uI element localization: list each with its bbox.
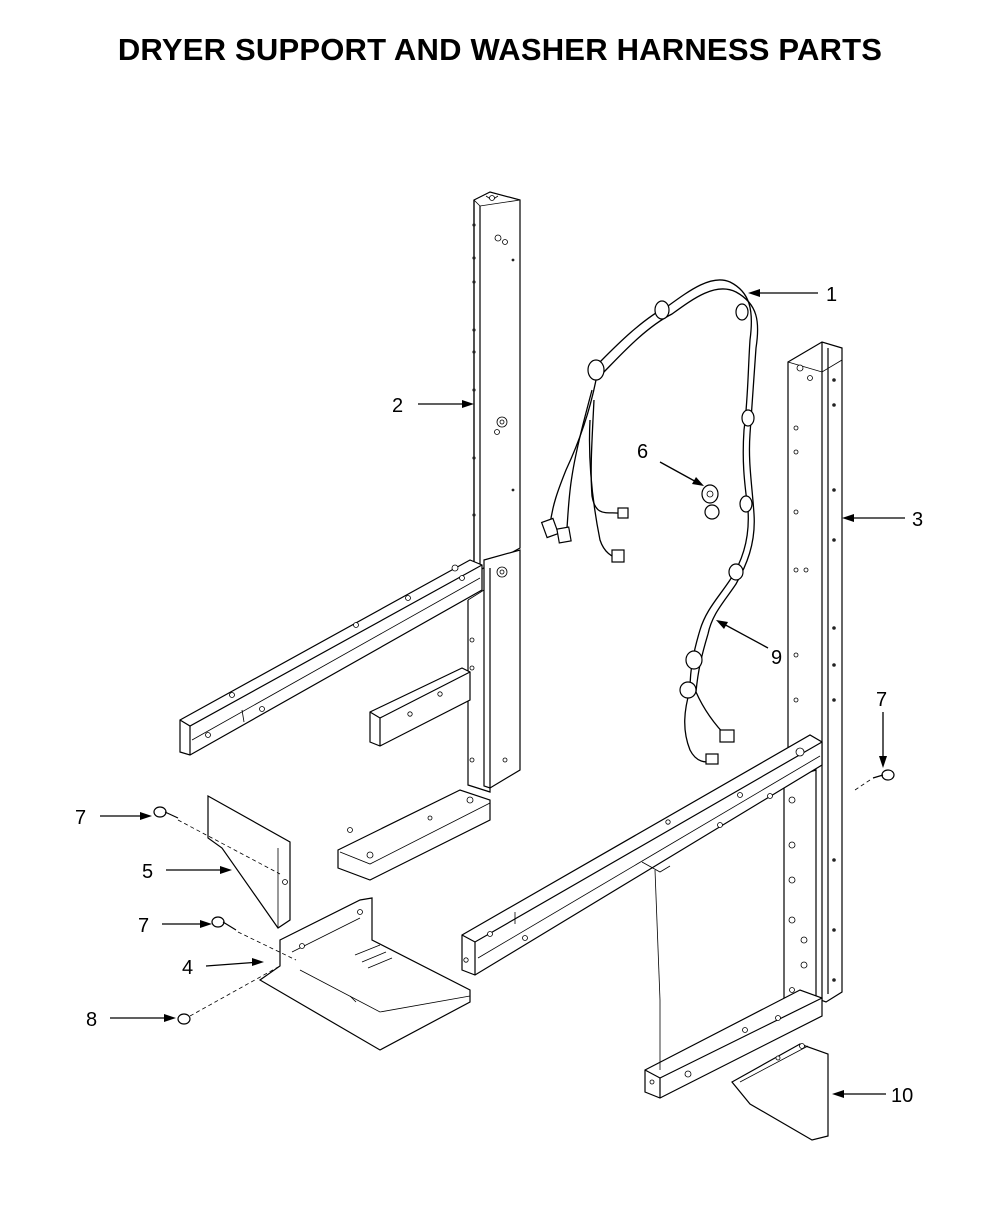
left-horizontal-rail xyxy=(179,559,483,756)
callout-7-left-middle: 7 xyxy=(138,915,149,937)
mid-bracket xyxy=(369,667,471,747)
right-horizontal-rail xyxy=(461,734,823,976)
callout-3: 3 xyxy=(912,509,923,531)
callout-8: 8 xyxy=(86,1009,97,1031)
callout-7-left-upper: 7 xyxy=(75,807,86,829)
callout-1: 1 xyxy=(826,284,837,306)
harness-clip xyxy=(701,484,720,520)
callout-2: 2 xyxy=(392,395,403,417)
page-title: DRYER SUPPORT AND WASHER HARNESS PARTS xyxy=(117,32,883,67)
bottom-cross-rail xyxy=(641,861,823,1099)
callout-7-right: 7 xyxy=(876,689,887,711)
nut-left-lower xyxy=(177,965,281,1025)
lower-slide-bracket xyxy=(258,897,471,1051)
angled-plate xyxy=(207,794,291,929)
callout-labels: 1 2 3 4 5 6 7 7 7 8 9 10 xyxy=(75,284,923,1107)
callout-10: 10 xyxy=(891,1085,913,1107)
callout-6: 6 xyxy=(637,441,648,463)
washer-wire-harness xyxy=(540,279,759,765)
callout-9: 9 xyxy=(771,647,782,669)
left-upright-support xyxy=(472,191,521,571)
screw-right xyxy=(854,769,895,791)
right-lower-upright xyxy=(783,769,817,1013)
callout-4: 4 xyxy=(182,957,193,979)
left-foot-plate xyxy=(337,789,491,881)
screw-left-middle xyxy=(211,916,297,961)
callout-5: 5 xyxy=(142,861,153,883)
screw-left-upper xyxy=(153,806,281,875)
left-lower-upright xyxy=(467,549,521,793)
callout-arrows xyxy=(100,289,905,1098)
right-foot-pad xyxy=(731,1043,829,1141)
